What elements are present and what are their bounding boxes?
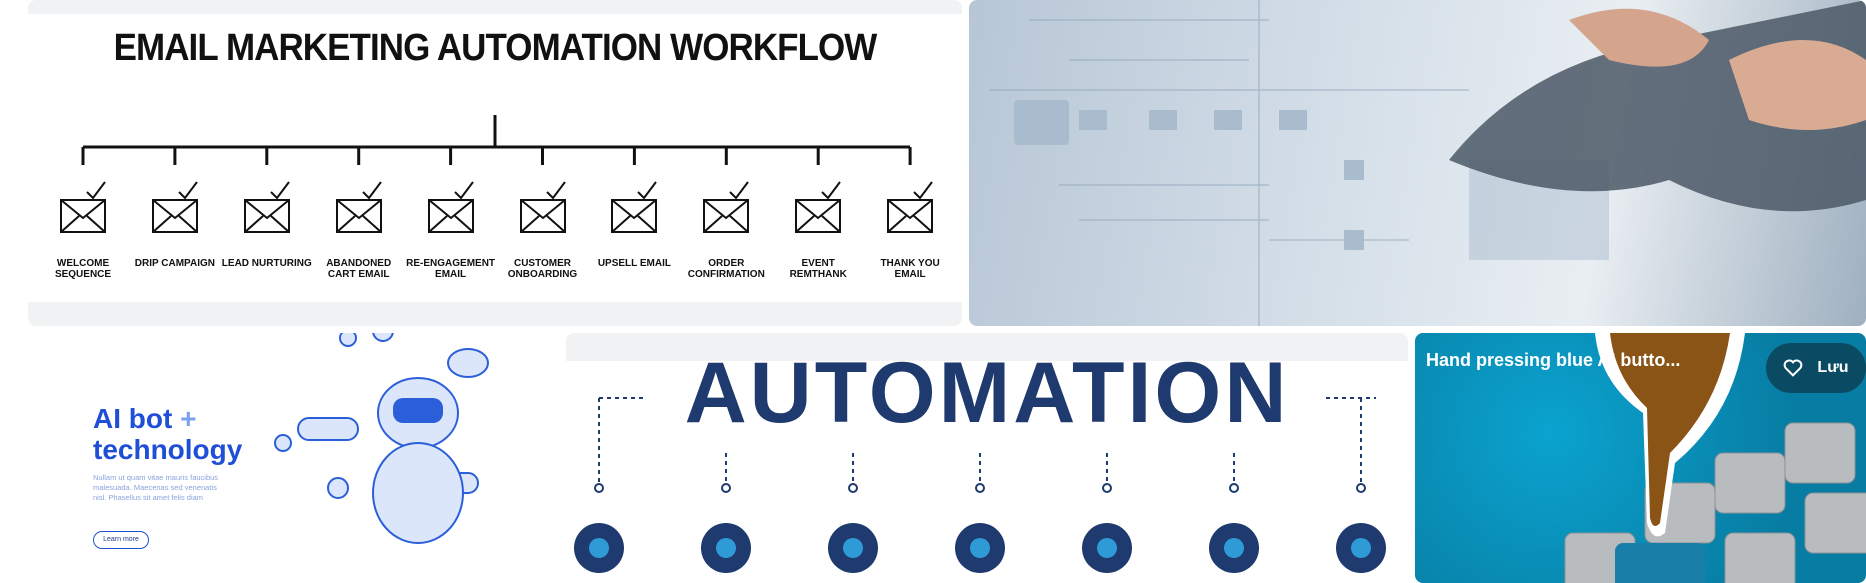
learn-more-button: Learn more: [93, 531, 149, 549]
workflow-step-label: RE-ENGAGEMENT EMAIL: [406, 258, 496, 280]
automation-node: [828, 453, 878, 573]
robot-illustration: [274, 333, 489, 544]
workflow-step: ORDER CONFIRMATION: [680, 178, 772, 280]
email-envelope-icon: [795, 181, 842, 233]
image-padding: [566, 333, 1408, 361]
save-label: Lưu: [1817, 359, 1849, 376]
automation-node: [1082, 453, 1132, 573]
workflow-step-label: ABANDONED CART EMAIL: [326, 258, 392, 280]
email-envelope-icon: [427, 181, 474, 233]
image-padding: [28, 0, 962, 14]
heart-icon: [1784, 359, 1803, 377]
email-envelope-icon: [151, 181, 198, 233]
workflow-step: EVENT REMTHANK: [772, 178, 864, 280]
workflow-step: LEAD NURTURING: [221, 178, 313, 269]
email-envelope-icon: [60, 181, 106, 233]
workflow-step: WELCOME SEQUENCE: [37, 178, 129, 280]
pin-title: Hand pressing blue AI butto...: [1426, 350, 1681, 370]
workflow-step-label: LEAD NURTURING: [221, 258, 312, 269]
image-padding: [28, 302, 962, 326]
workflow-tree-lines: [81, 115, 912, 165]
workflow-step-label: THANK YOU EMAIL: [880, 258, 940, 280]
workflow-step: DRIP CAMPAIGN: [129, 178, 221, 269]
workflow-step-label: DRIP CAMPAIGN: [134, 258, 215, 269]
ai-bot-body-text: Nullam ut quam vitae mauris faucibus mal…: [93, 473, 219, 502]
workflow-step-label: ORDER CONFIRMATION: [687, 258, 765, 280]
workflow-step: UPSELL EMAIL: [588, 178, 680, 269]
email-envelope-icon: [519, 181, 566, 233]
workflow-step: RE-ENGAGEMENT EMAIL: [405, 178, 497, 280]
automation-icon-row: [574, 397, 1386, 573]
workflow-step-label: EVENT REMTHANK: [789, 258, 847, 280]
infographic-title: EMAIL MARKETING AUTOMATION WORKFLOW: [113, 27, 878, 69]
email-envelope-icon: [243, 181, 290, 233]
automation-node: [701, 453, 751, 573]
automation-title: AUTOMATION: [684, 345, 1290, 441]
email-envelope-icon: [887, 181, 934, 233]
automation-node: [1209, 453, 1259, 573]
automation-node: [1336, 398, 1386, 573]
automation-node: [955, 453, 1005, 573]
keyboard-photo: [1564, 333, 1866, 583]
pin-ai-bot-technology[interactable]: AI bot +technology Nullam ut quam vitae …: [28, 333, 558, 583]
pin-typing-laptop-image[interactable]: [969, 0, 1866, 326]
workflow-step-label: WELCOME SEQUENCE: [54, 258, 112, 280]
pin-email-marketing-workflow[interactable]: EMAIL MARKETING AUTOMATION WORKFLOW WELC…: [28, 0, 962, 326]
workflow-step-label: CUSTOMER ONBOARDING: [507, 258, 578, 280]
ai-bot-headline: AI bot +technology: [93, 403, 243, 465]
email-envelope-icon: [703, 181, 750, 233]
workflow-step: ABANDONED CART EMAIL: [313, 178, 405, 280]
automation-node: [574, 398, 624, 573]
workflow-step: THANK YOU EMAIL: [864, 178, 956, 280]
email-envelope-icon: [611, 181, 658, 233]
workflow-step-label: UPSELL EMAIL: [597, 258, 671, 269]
email-envelope-icon: [335, 181, 382, 233]
pin-hand-pressing-ai-button[interactable]: Hand pressing blue AI butto... Lưu: [1415, 333, 1866, 583]
pin-automation-icons[interactable]: AUTOMATION: [566, 333, 1408, 583]
workflow-step: CUSTOMER ONBOARDING: [497, 178, 589, 280]
save-button[interactable]: Lưu: [1766, 343, 1866, 393]
workflow-diagram-photo: [989, 0, 1866, 326]
